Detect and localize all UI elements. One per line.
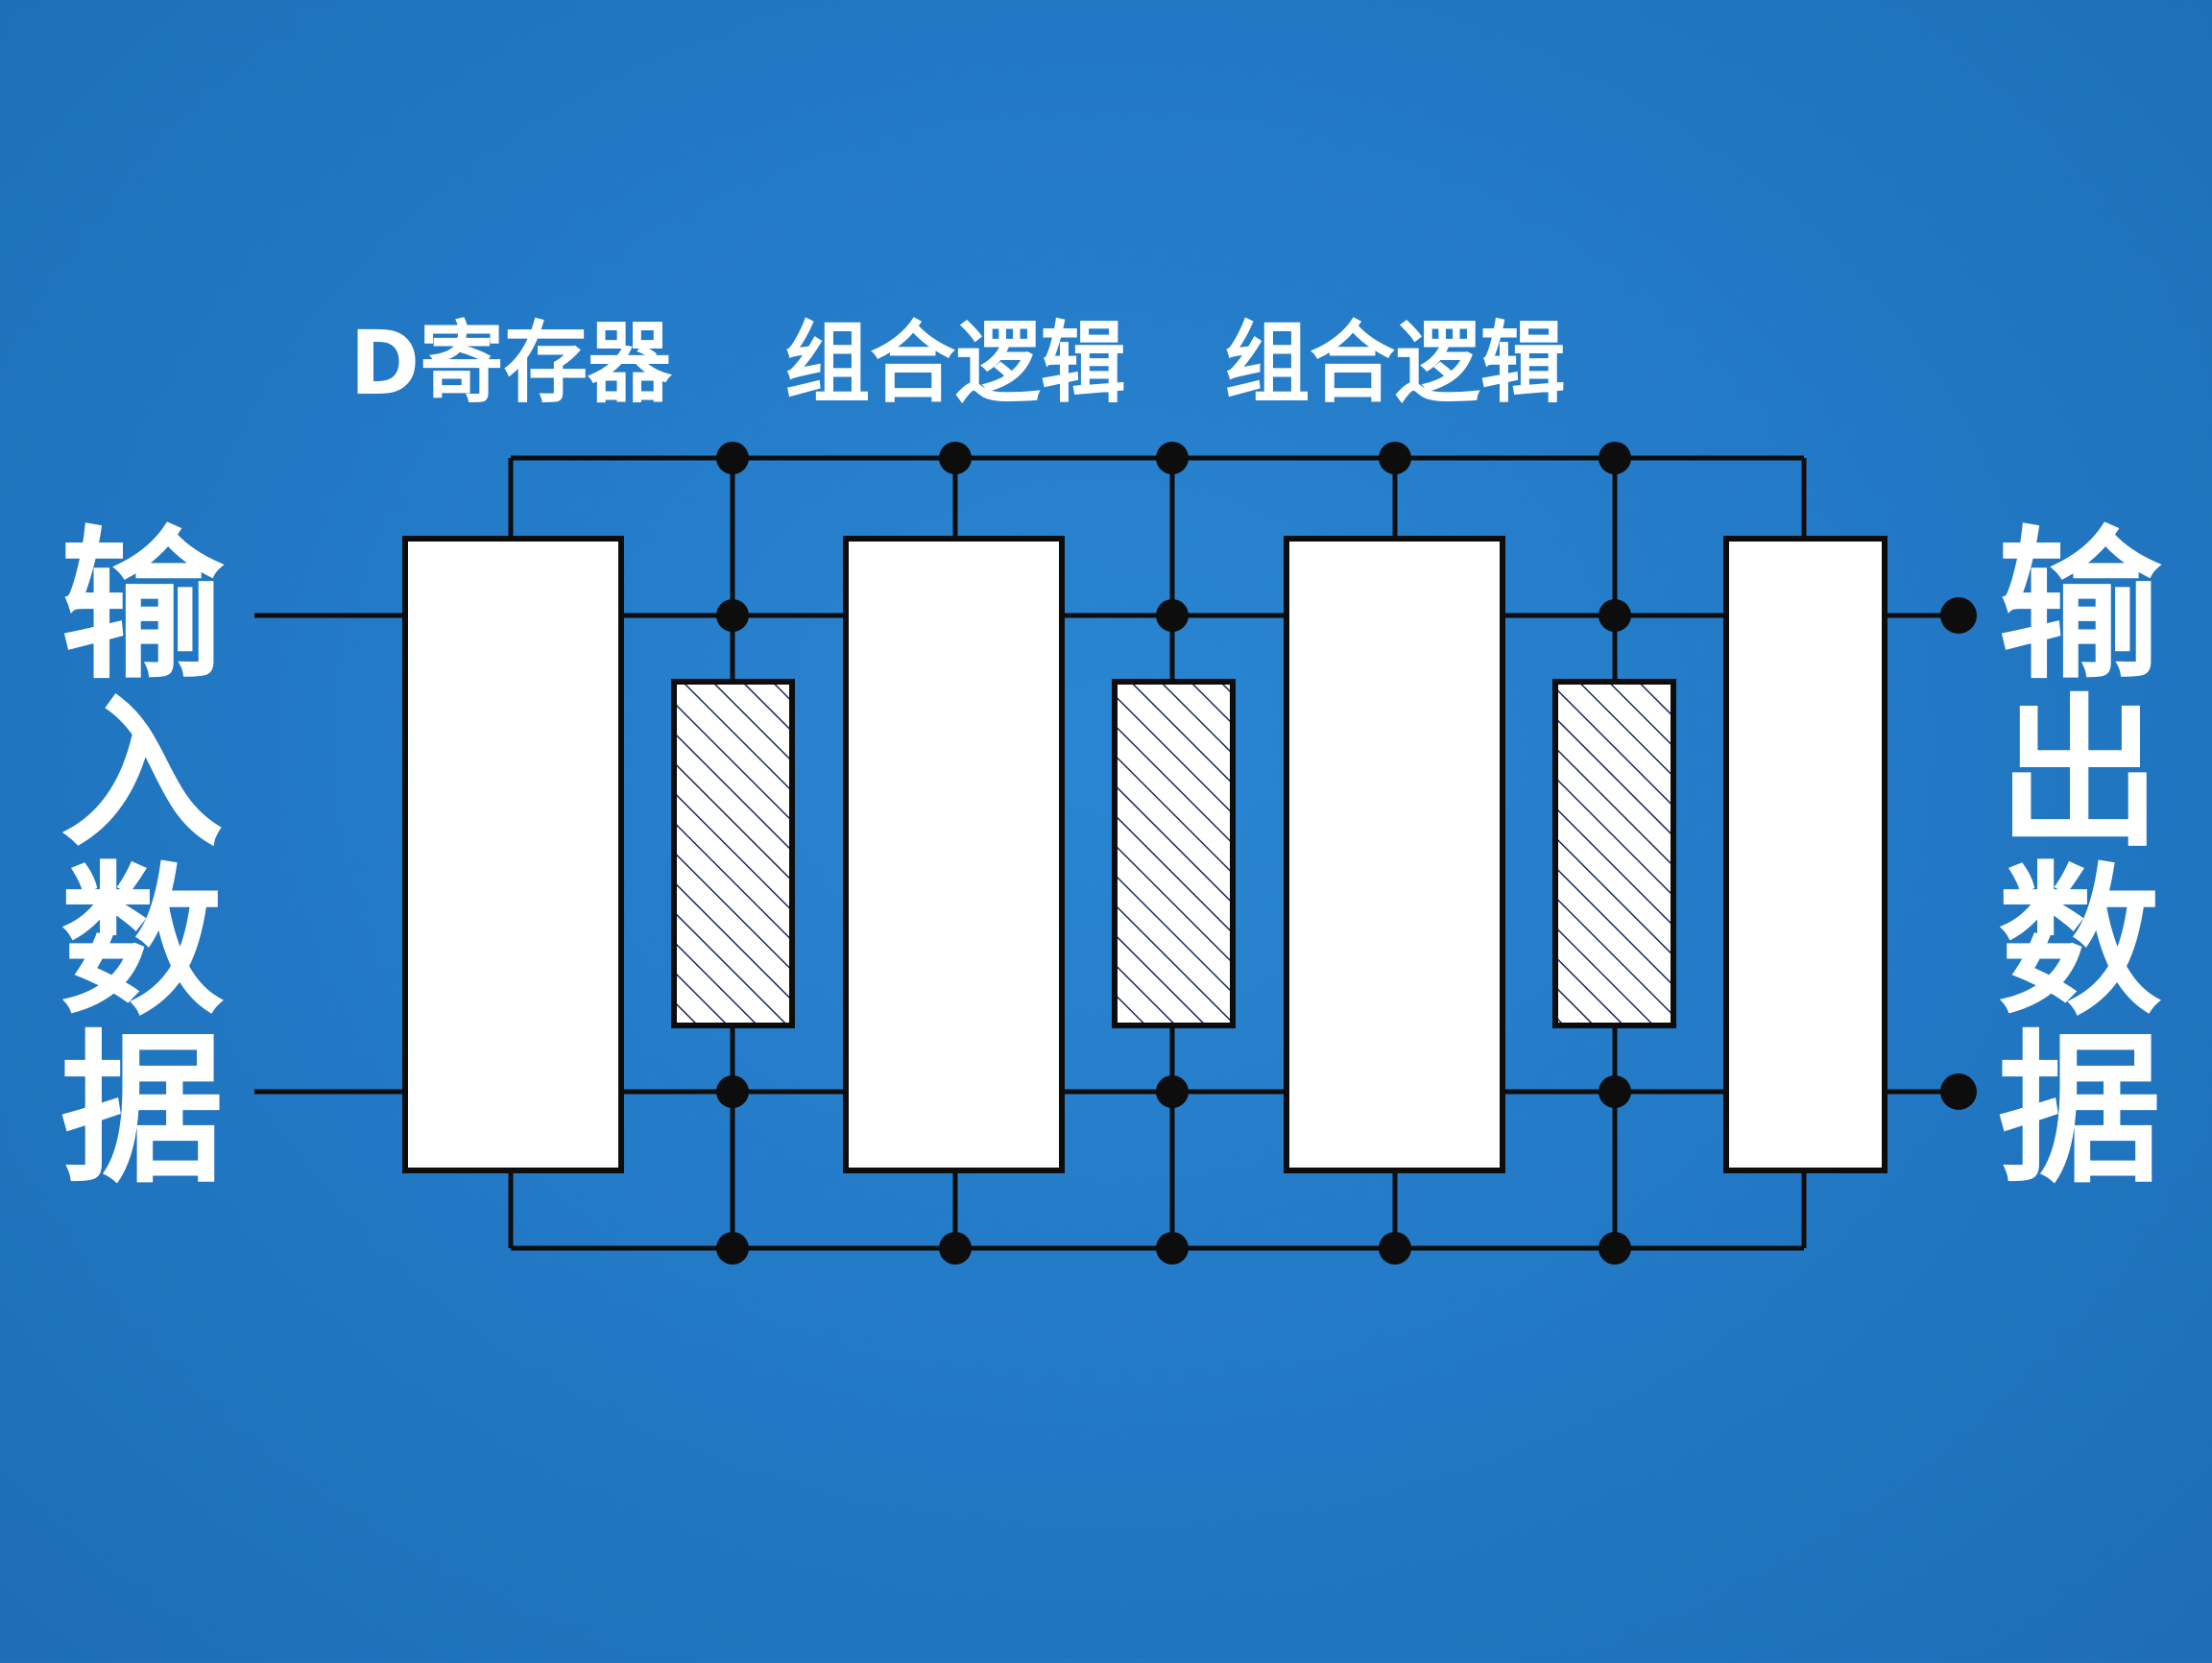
label-combinational-logic-2: 组合逻辑 [1225, 312, 1566, 415]
label-combinational-logic-1: 组合逻辑 [785, 312, 1126, 415]
output-char: 出 [1998, 680, 2161, 870]
junction-dot [939, 442, 972, 474]
junction-dot [716, 599, 749, 632]
output-char: 据 [1998, 1016, 2161, 1206]
output-terminal-dot [1940, 1073, 1977, 1110]
input-char: 据 [60, 1016, 224, 1206]
junction-dot [716, 1075, 749, 1108]
blocks [402, 536, 1887, 1173]
junction-dot [1379, 442, 1411, 474]
label-d-register: D寄存器 [350, 312, 673, 415]
input-data-label: 输 入 数 据 [60, 512, 225, 1206]
output-terminal-dot [1940, 597, 1977, 634]
junction-dot [1156, 442, 1189, 474]
junction-dot [716, 442, 749, 474]
junction-dot [1156, 1075, 1189, 1108]
junctions [716, 442, 1977, 1265]
input-char: 输 [60, 512, 225, 702]
combinational-logic-block [843, 536, 1065, 1173]
junction-dot [1599, 599, 1631, 632]
output-register-block [1723, 536, 1887, 1173]
junction-dot [1599, 442, 1631, 474]
output-char: 输 [1998, 512, 2162, 702]
junction-dot [1156, 1232, 1189, 1265]
junction-dot [1156, 599, 1189, 632]
top-labels: D寄存器 组合逻辑 组合逻辑 [350, 312, 1566, 415]
d-register-block [402, 536, 624, 1173]
junction-dot [1599, 1075, 1631, 1108]
junction-dot [1379, 1232, 1411, 1265]
output-char: 数 [1998, 848, 2161, 1038]
junction-dot [1599, 1232, 1631, 1265]
hatched-block [1552, 679, 1676, 1028]
input-char: 入 [60, 680, 224, 870]
hatched-block [1112, 679, 1236, 1028]
hatched-block [671, 679, 795, 1028]
junction-dot [939, 1232, 972, 1265]
hatched-blocks [671, 679, 1676, 1028]
combinational-logic-block [1284, 536, 1505, 1173]
junction-dot [716, 1232, 749, 1265]
output-data-label: 输 出 数 据 [1998, 512, 2162, 1206]
input-char: 数 [60, 848, 224, 1038]
